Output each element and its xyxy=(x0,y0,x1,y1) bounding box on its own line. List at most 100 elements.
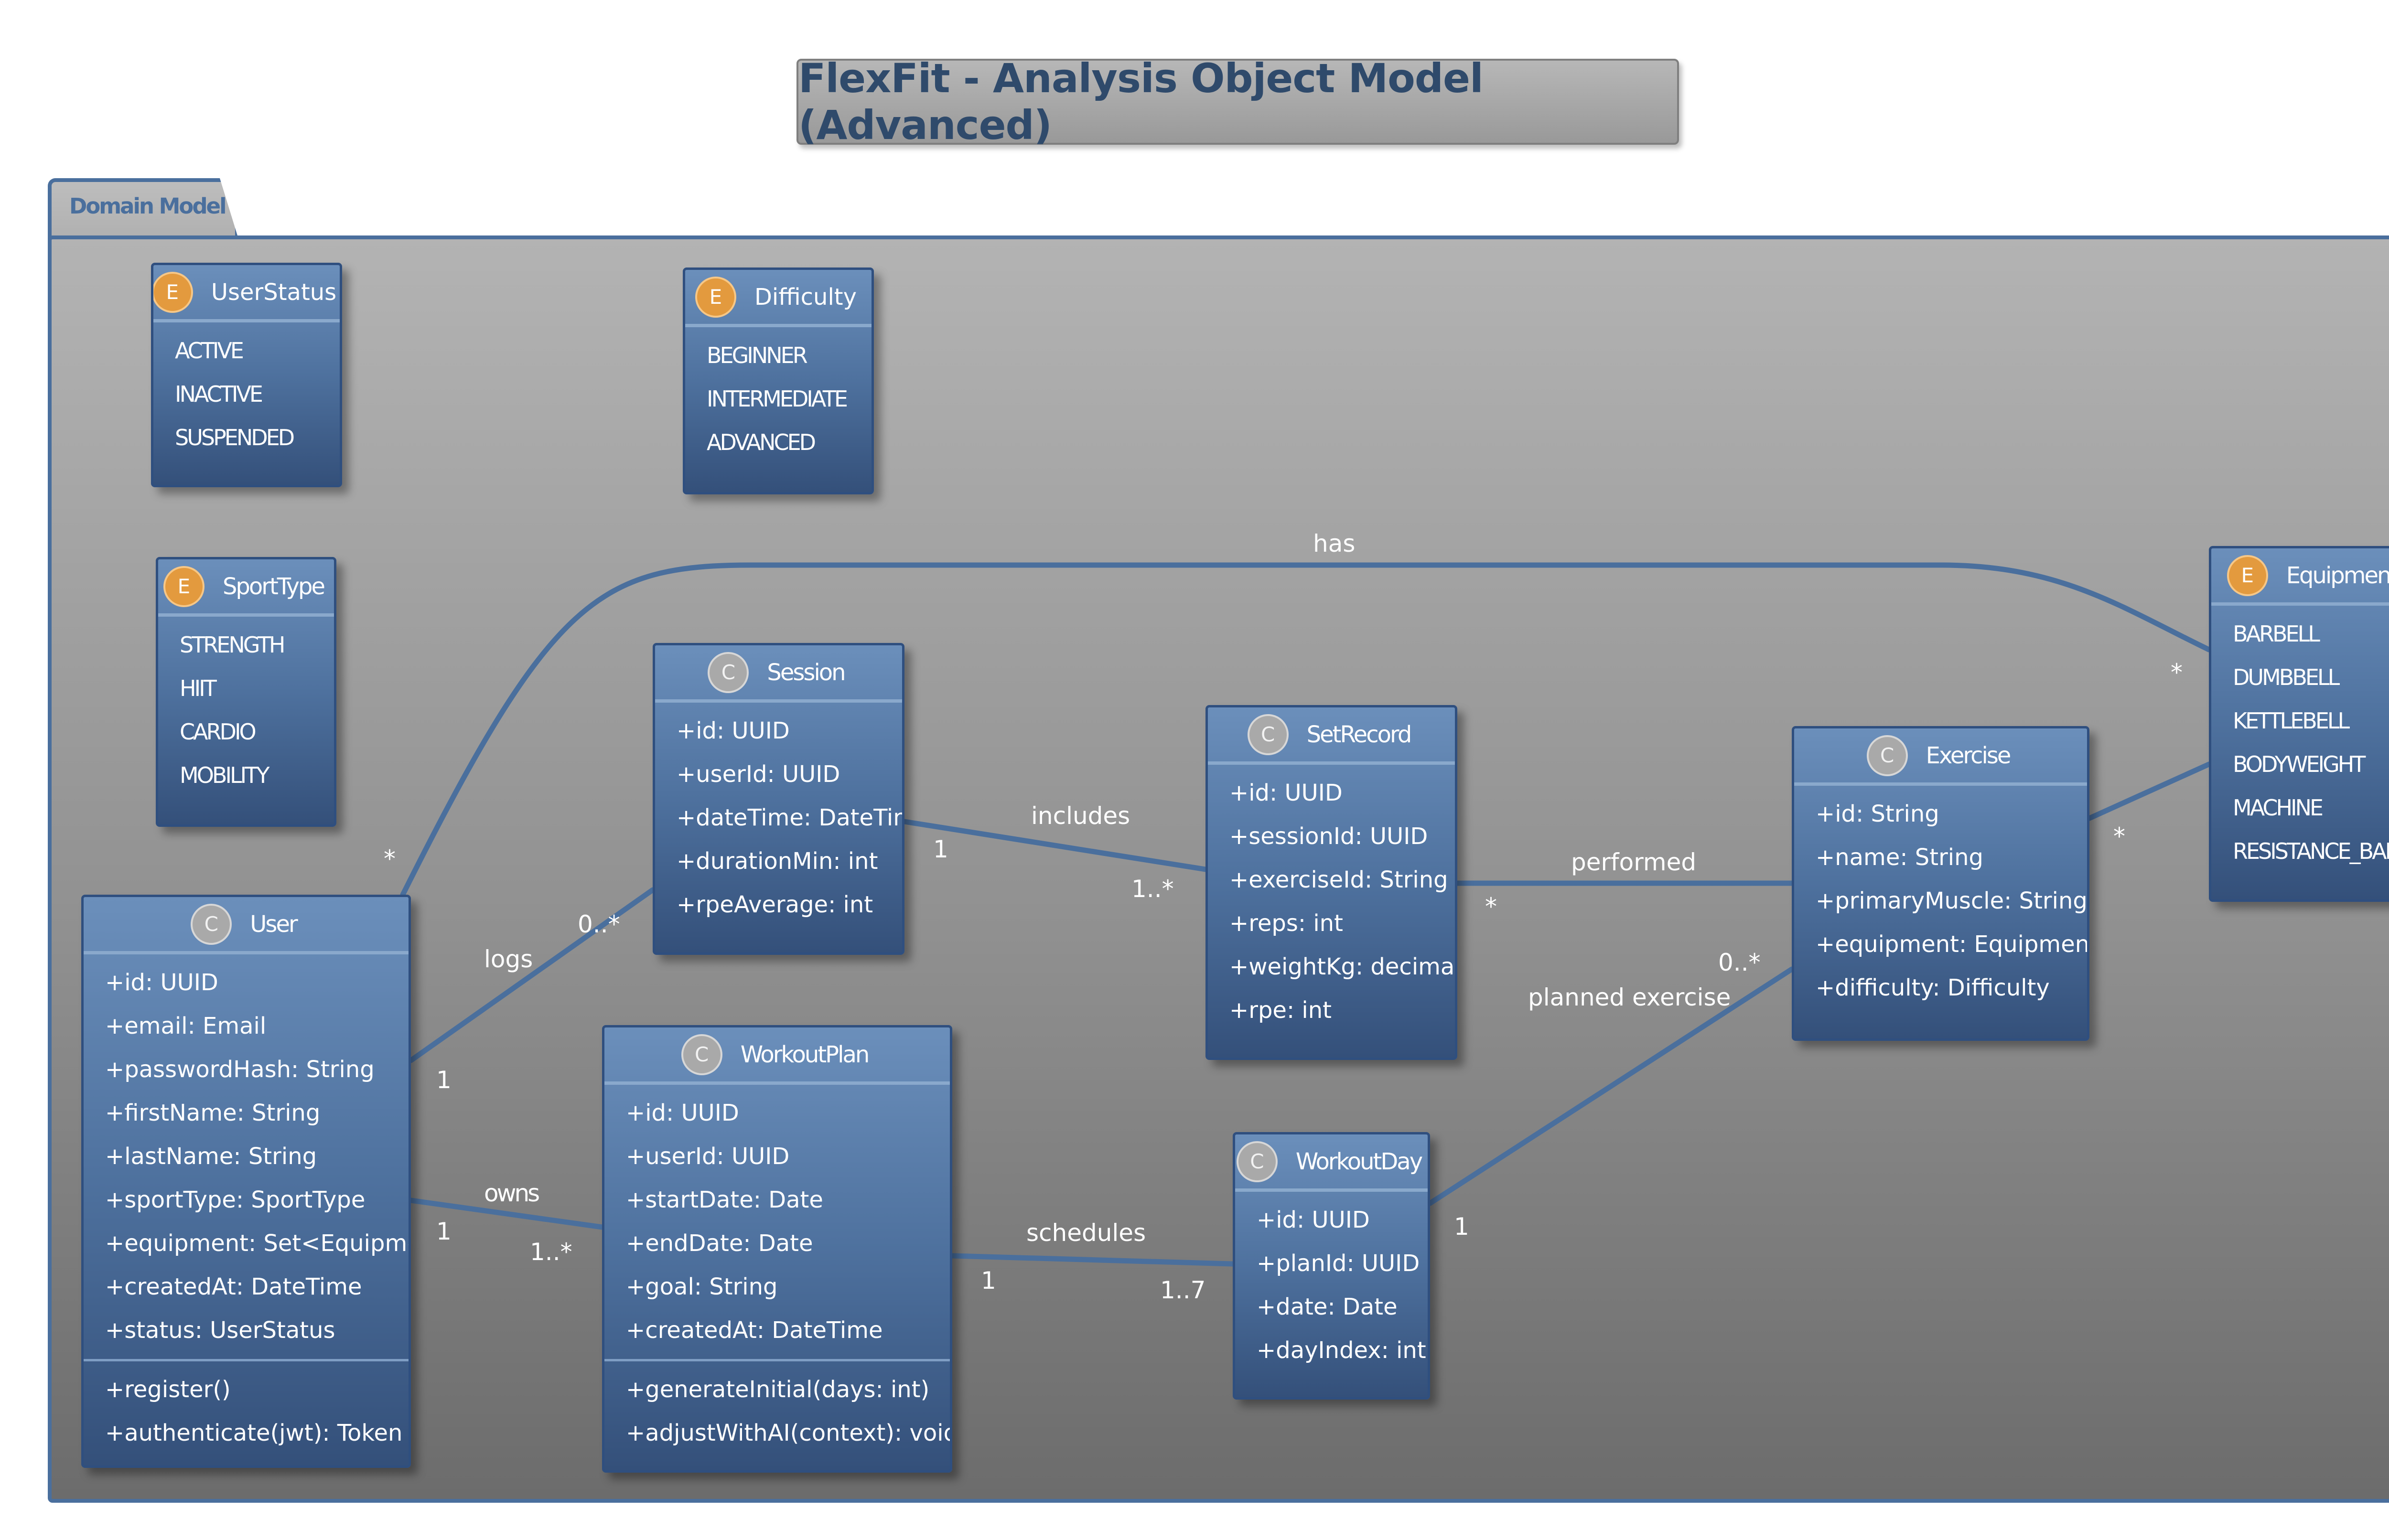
class-attributes: +id: UUID +userId: UUID +dateTime: DateT… xyxy=(655,703,902,933)
class-attribute: +equipment: Equipment xyxy=(1816,931,2089,958)
assoc-logs-line xyxy=(408,887,656,1063)
assoc-has-label: has xyxy=(1313,530,1356,557)
class-attribute: +id: UUID xyxy=(1229,780,1343,806)
assoc-owns-label: owns xyxy=(484,1179,540,1207)
class-attribute: +startDate: Date xyxy=(626,1187,823,1213)
class-attribute: +id: UUID xyxy=(1257,1207,1370,1233)
class-header: C Session xyxy=(655,645,902,703)
class-operation: +generateInitial(days: int) xyxy=(626,1376,930,1403)
enum-value: ACTIVE xyxy=(175,338,244,364)
enum-name: UserStatus xyxy=(211,278,337,306)
class-user: C User +id: UUID +email: Email +password… xyxy=(81,895,411,1468)
enum-equipment: E Equipment BARBELL DUMBBELL KETTLEBELL … xyxy=(2209,546,2389,902)
enum-value: HIIT xyxy=(180,675,217,701)
class-name: WorkoutDay xyxy=(1295,1148,1423,1175)
assoc-planned-exercise-from-multiplicity: 1 xyxy=(1454,1213,1469,1241)
class-attribute: +userId: UUID xyxy=(626,1143,790,1170)
class-operation: +authenticate(jwt): Token xyxy=(105,1420,403,1446)
class-attribute: +createdAt: DateTime xyxy=(626,1317,883,1344)
assoc-exercise-equipment-line xyxy=(2087,761,2212,821)
class-setrecord: C SetRecord +id: UUID +sessionId: UUID +… xyxy=(1205,705,1457,1060)
class-attributes: +id: UUID +userId: UUID +startDate: Date… xyxy=(604,1085,950,1359)
enum-value: RESISTANCE_BAND xyxy=(2233,838,2389,864)
assoc-logs-from-multiplicity: 1 xyxy=(436,1066,452,1094)
enum-value: ADVANCED xyxy=(707,429,816,455)
assoc-owns-line xyxy=(408,1198,605,1230)
assoc-planned-exercise-label: planned exercise xyxy=(1528,984,1731,1011)
class-header: C Exercise xyxy=(1794,728,2087,786)
class-attribute: +createdAt: DateTime xyxy=(105,1273,362,1300)
class-attribute: +id: UUID xyxy=(677,717,790,744)
enum-header: E Difficulty xyxy=(685,270,872,327)
class-exercise: C Exercise +id: String +name: String +pr… xyxy=(1792,726,2089,1041)
enum-stereotype-icon: E xyxy=(153,271,193,313)
class-attribute: +userId: UUID xyxy=(677,761,840,788)
assoc-planned-exercise-line xyxy=(1427,966,1795,1206)
class-name: Exercise xyxy=(1926,742,2012,769)
assoc-includes-from-multiplicity: 1 xyxy=(933,835,948,863)
class-name: SetRecord xyxy=(1306,721,1412,748)
enum-value: INACTIVE xyxy=(175,381,263,407)
enum-stereotype-icon: E xyxy=(2227,555,2268,596)
class-attribute: +equipment: Set<Equipment> xyxy=(105,1230,409,1257)
class-attribute: +name: String xyxy=(1816,844,1984,871)
assoc-logs-label: logs xyxy=(484,945,533,973)
enum-value: DUMBBELL xyxy=(2233,664,2340,690)
enum-value: BARBELL xyxy=(2233,621,2320,647)
class-attribute: +status: UserStatus xyxy=(105,1317,335,1344)
class-attribute: +rpeAverage: int xyxy=(677,891,873,918)
enum-name: SportType xyxy=(222,573,325,600)
class-attribute: +exerciseId: String xyxy=(1229,866,1448,893)
assoc-exercise-equipment-multiplicity: * xyxy=(2113,823,2125,850)
enum-header: E UserStatus xyxy=(153,265,340,322)
enum-value: MACHINE xyxy=(2233,795,2324,821)
class-attribute: +sessionId: UUID xyxy=(1229,823,1428,850)
enum-value: MOBILITY xyxy=(180,762,269,788)
class-operations: +register() +authenticate(jwt): Token xyxy=(84,1359,409,1462)
enum-value: INTERMEDIATE xyxy=(707,386,848,412)
class-operation: +adjustWithAI(context): void xyxy=(626,1420,952,1446)
assoc-performed-from-multiplicity: * xyxy=(1485,893,1497,920)
enum-value: SUSPENDED xyxy=(175,425,295,450)
assoc-owns-from-multiplicity: 1 xyxy=(436,1218,452,1245)
assoc-performed-label: performed xyxy=(1571,848,1697,876)
assoc-includes-to-multiplicity: 1..* xyxy=(1131,875,1174,903)
class-operations: +generateInitial(days: int) +adjustWithA… xyxy=(604,1359,950,1462)
enum-value: STRENGTH xyxy=(180,632,285,658)
class-workoutplan: C WorkoutPlan +id: UUID +userId: UUID +s… xyxy=(602,1025,952,1473)
enum-value: BODYWEIGHT xyxy=(2233,751,2366,777)
assoc-schedules-line xyxy=(949,1253,1236,1267)
assoc-has-from-multiplicity: * xyxy=(384,845,396,873)
class-attribute: +difficulty: Difficulty xyxy=(1816,974,2050,1001)
class-header: C User xyxy=(84,897,409,954)
enum-value: BEGINNER xyxy=(707,342,808,368)
enum-header: E SportType xyxy=(158,559,334,617)
assoc-owns-to-multiplicity: 1..* xyxy=(530,1238,572,1266)
assoc-includes-label: includes xyxy=(1031,802,1130,830)
enum-value: CARDIO xyxy=(180,719,257,745)
class-attribute: +id: UUID xyxy=(105,969,218,996)
class-header: C WorkoutPlan xyxy=(604,1027,950,1085)
assoc-includes-line xyxy=(902,819,1208,872)
class-stereotype-icon: C xyxy=(191,903,232,945)
assoc-schedules-to-multiplicity: 1..7 xyxy=(1160,1276,1206,1304)
class-attribute: +date: Date xyxy=(1257,1294,1398,1320)
class-attribute: +endDate: Date xyxy=(626,1230,813,1257)
class-attributes: +id: UUID +planId: UUID +date: Date +day… xyxy=(1235,1192,1428,1379)
enum-name: Equipment xyxy=(2286,562,2389,589)
assoc-planned-exercise-to-multiplicity: 0..* xyxy=(1718,949,1761,976)
package-label: Domain Model xyxy=(69,193,227,219)
enum-userstatus: E UserStatus ACTIVE INACTIVE SUSPENDED xyxy=(151,263,342,487)
assoc-has-line xyxy=(400,562,2212,898)
class-stereotype-icon: C xyxy=(1247,714,1289,755)
enum-difficulty: E Difficulty BEGINNER INTERMEDIATE ADVAN… xyxy=(683,267,874,494)
class-attribute: +durationMin: int xyxy=(677,848,878,875)
enum-stereotype-icon: E xyxy=(695,276,736,318)
class-attribute: +rpe: int xyxy=(1229,997,1332,1024)
class-attribute: +goal: String xyxy=(626,1273,778,1300)
class-attribute: +dayIndex: int xyxy=(1257,1337,1426,1364)
class-attribute: +planId: UUID xyxy=(1257,1250,1420,1277)
class-attributes: +id: UUID +sessionId: UUID +exerciseId: … xyxy=(1208,765,1455,1039)
class-attribute: +reps: int xyxy=(1229,910,1343,937)
